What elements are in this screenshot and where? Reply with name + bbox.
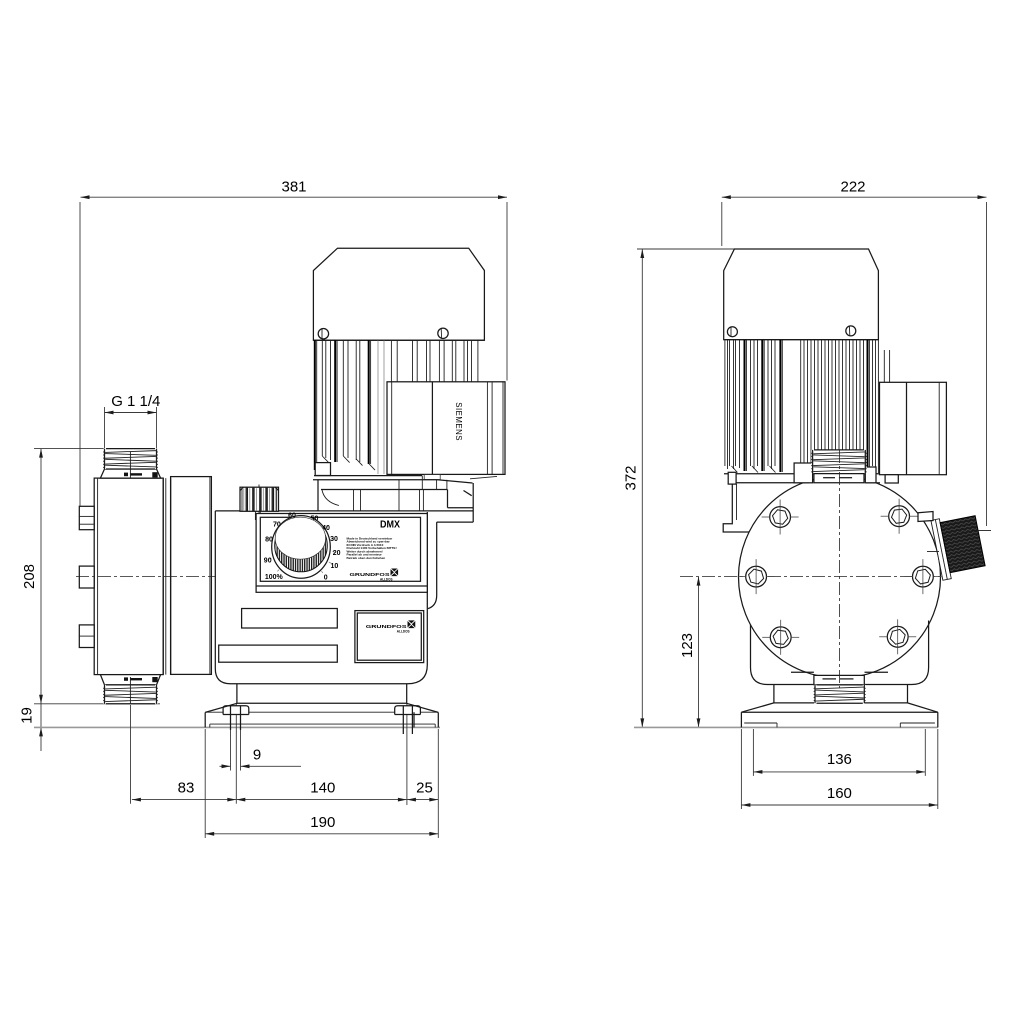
svg-text:222: 222: [840, 179, 865, 196]
svg-text:IN DIN Vordruck A 4-5010: IN DIN Vordruck A 4-5010: [347, 543, 384, 547]
svg-text:208: 208: [21, 564, 38, 589]
svg-text:140: 140: [310, 780, 335, 797]
svg-text:Drehzahl 1400 Vorbehalten BITT: Drehzahl 1400 Vorbehalten BITTE!: [347, 546, 397, 550]
svg-text:9: 9: [253, 747, 261, 764]
svg-text:83: 83: [178, 780, 195, 797]
svg-text:190: 190: [310, 814, 335, 831]
svg-text:30: 30: [330, 536, 338, 543]
svg-text:60: 60: [288, 513, 296, 520]
svg-text:ALLDOS: ALLDOS: [380, 578, 393, 582]
svg-text:Made in Deutschland vereinbar: Made in Deutschland vereinbar: [347, 536, 394, 540]
svg-text:372: 372: [623, 465, 640, 490]
svg-text:G 1 1/4: G 1 1/4: [111, 393, 160, 410]
svg-text:Weiter durch abnehmen!: Weiter durch abnehmen!: [347, 549, 383, 553]
svg-text:123: 123: [679, 633, 696, 658]
svg-text:100%: 100%: [265, 574, 284, 581]
svg-text:DMX: DMX: [380, 520, 400, 531]
svg-text:GRUNDFOS: GRUNDFOS: [350, 572, 391, 578]
svg-text:40: 40: [322, 525, 330, 532]
svg-text:80: 80: [265, 537, 273, 544]
svg-text:136: 136: [827, 751, 852, 768]
svg-text:SIEMENS: SIEMENS: [454, 402, 463, 441]
svg-text:70: 70: [273, 522, 281, 529]
svg-text:Parallel ab und monteur: Parallel ab und monteur: [347, 553, 383, 557]
svg-text:381: 381: [281, 179, 306, 196]
svg-text:ALLDOS: ALLDOS: [397, 630, 410, 634]
svg-text:19: 19: [19, 707, 36, 724]
svg-text:Betrieb oben durchdrehen: Betrieb oben durchdrehen: [347, 556, 386, 560]
svg-text:25: 25: [416, 780, 433, 797]
svg-text:10: 10: [331, 563, 339, 570]
svg-text:Abweichend wird zu sperrbar: Abweichend wird zu sperrbar: [347, 540, 391, 544]
svg-text:160: 160: [827, 785, 852, 802]
svg-text:GRUNDFOS: GRUNDFOS: [366, 624, 408, 630]
svg-text:20: 20: [333, 550, 341, 557]
svg-text:50: 50: [311, 516, 319, 523]
svg-text:90: 90: [264, 558, 272, 565]
svg-text:0: 0: [324, 574, 328, 581]
